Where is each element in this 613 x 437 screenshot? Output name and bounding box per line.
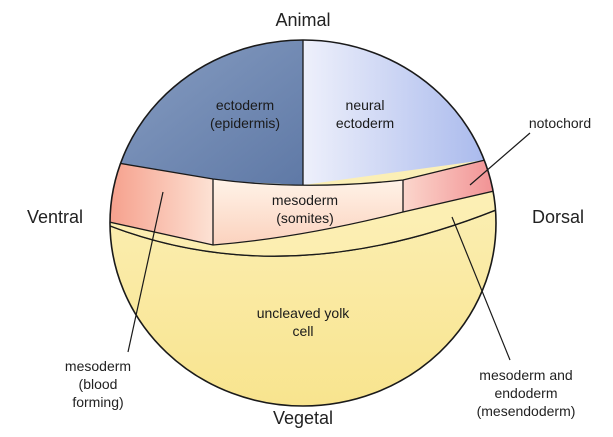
label-animal: Animal [263, 9, 343, 32]
label-notochord: notochord [515, 114, 605, 132]
label-ventral: Ventral [12, 206, 98, 229]
label-mesendoderm: mesoderm and endoderm (mesendoderm) [456, 366, 596, 421]
label-mesoderm-blood: mesoderm (blood forming) [58, 357, 138, 412]
label-mesoderm-somites: mesoderm (somites) [240, 191, 370, 227]
label-yolk: uncleaved yolk cell [228, 304, 378, 340]
label-vegetal: Vegetal [253, 407, 353, 430]
label-neural-ectoderm: neural ectoderm [320, 96, 410, 132]
label-ectoderm: ectoderm (epidermis) [190, 96, 300, 132]
label-dorsal: Dorsal [515, 206, 601, 229]
